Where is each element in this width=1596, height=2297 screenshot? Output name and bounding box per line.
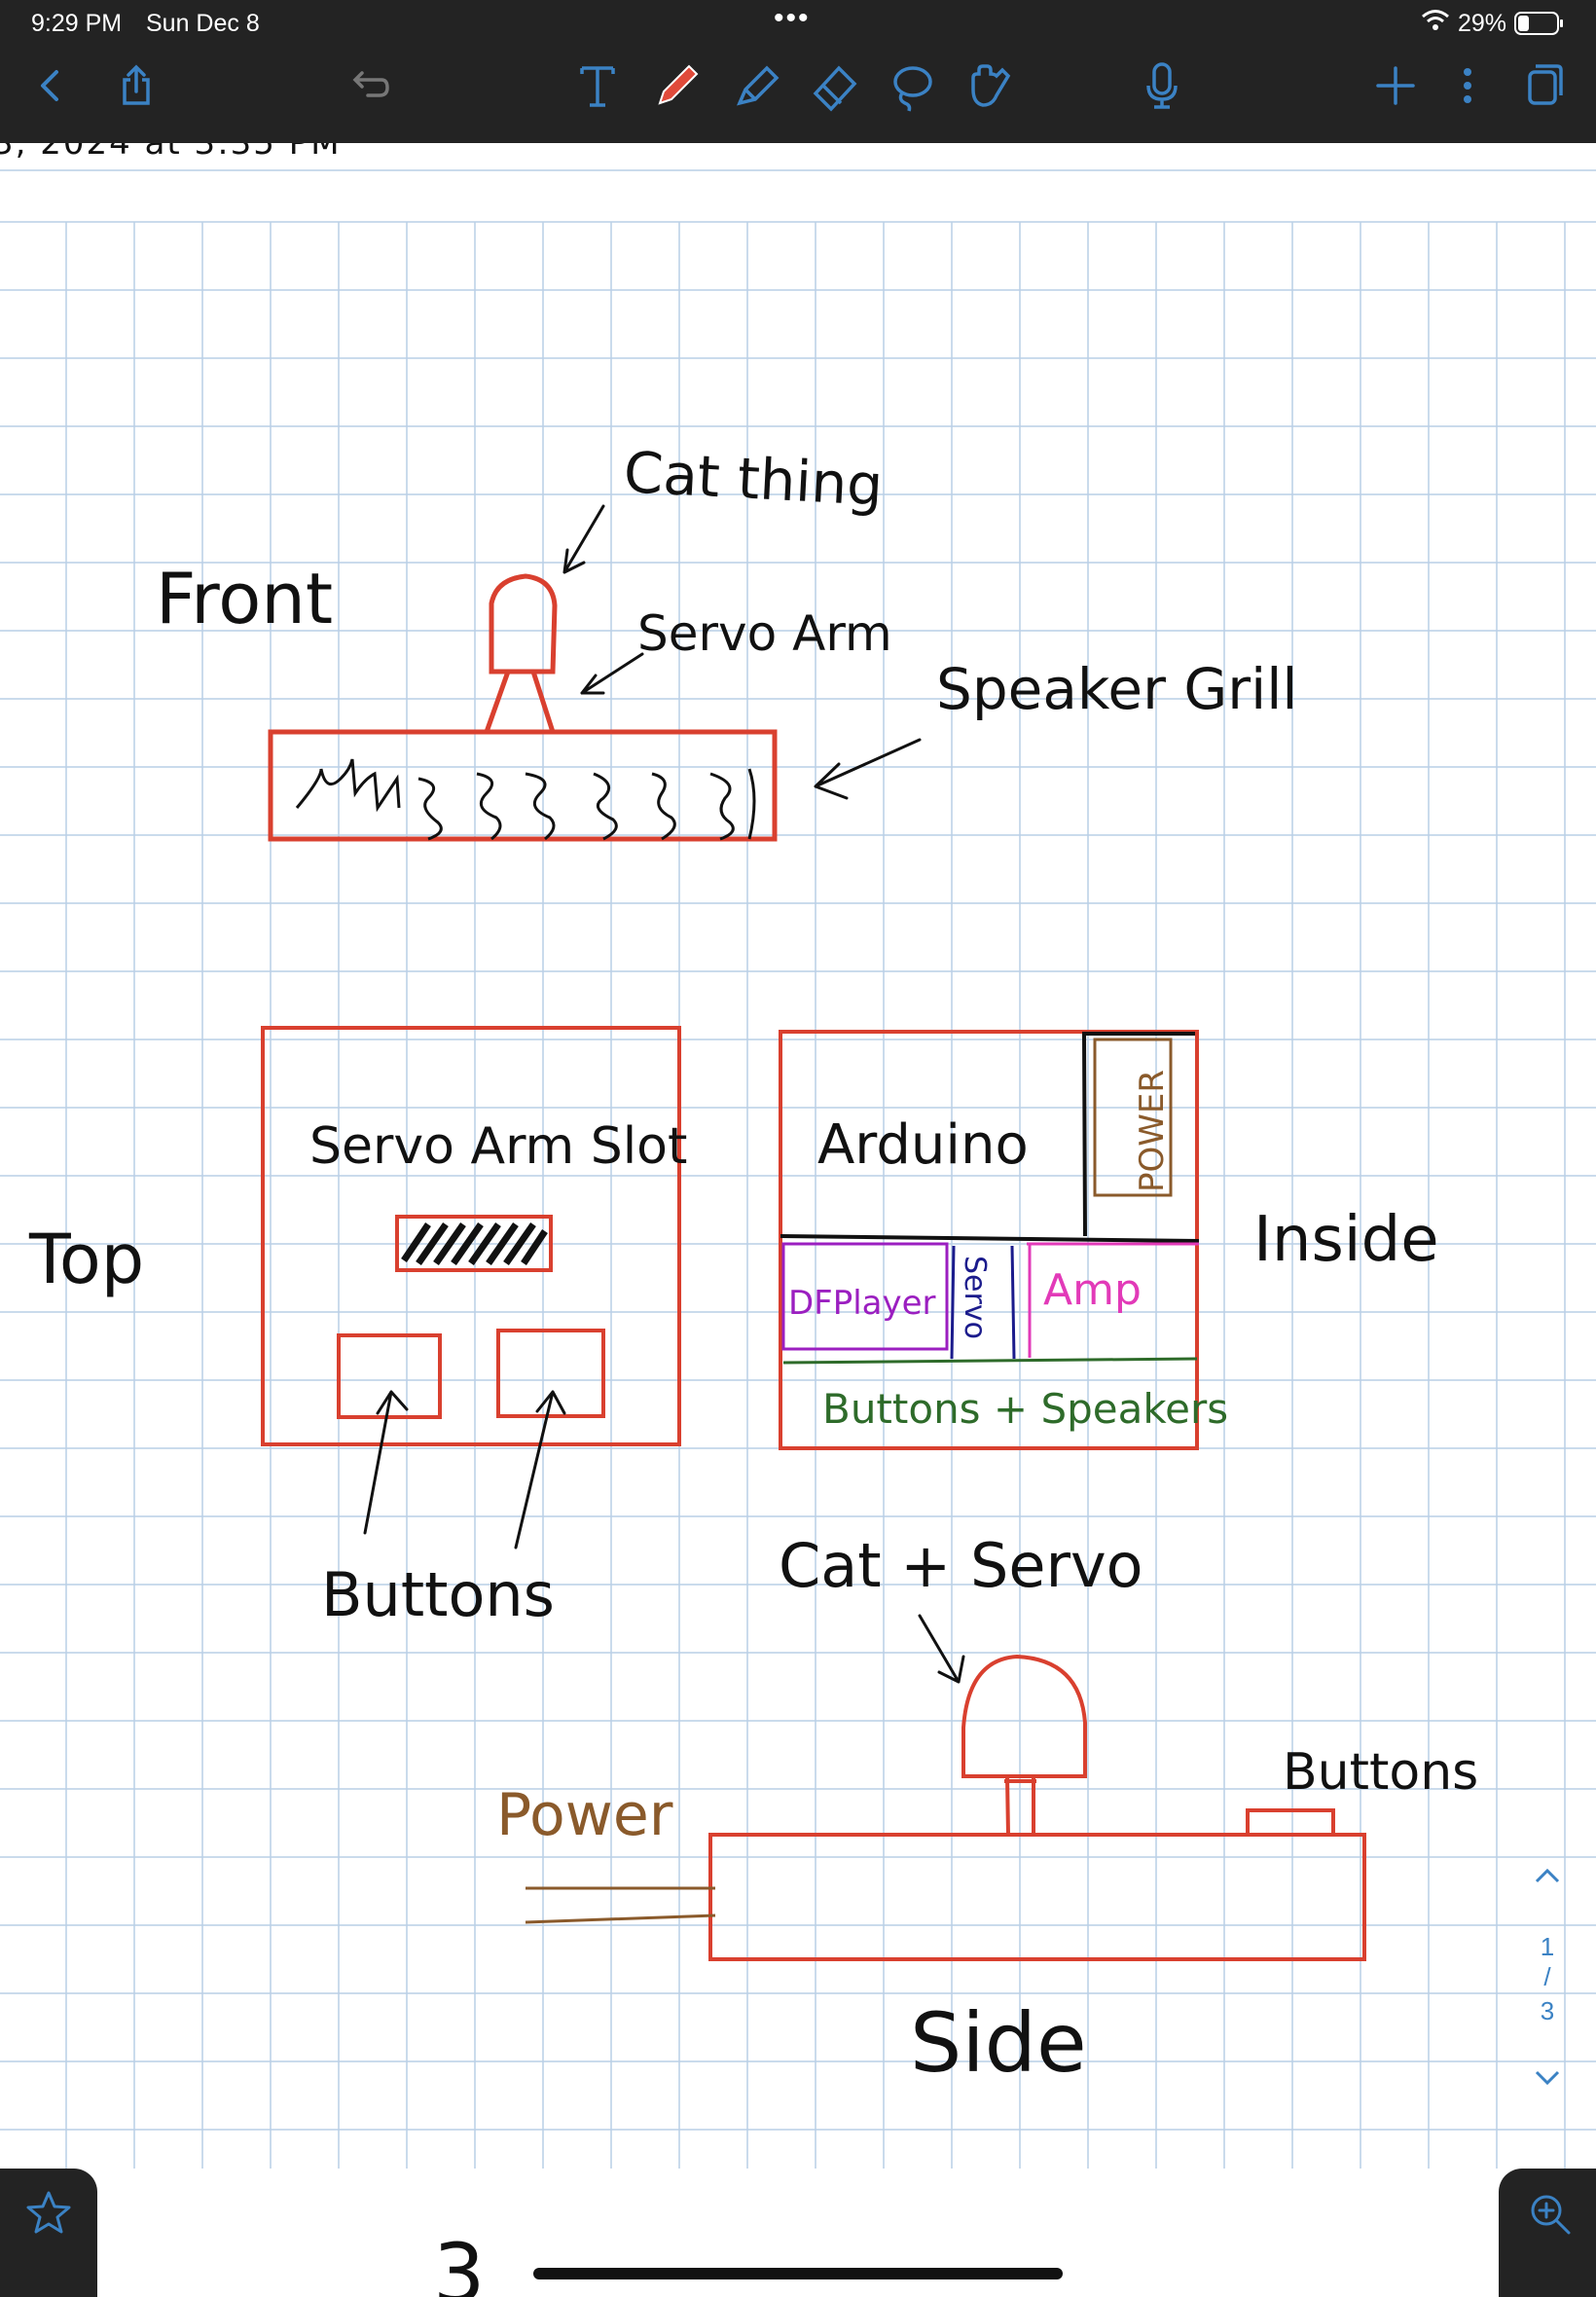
page-down-chevron-icon[interactable] — [1518, 2064, 1577, 2095]
buttons-label: Buttons — [321, 1559, 555, 1630]
power-box — [1093, 1038, 1173, 1197]
side-button — [1246, 1808, 1335, 1837]
inside-label: Inside — [1253, 1204, 1439, 1276]
eraser-tool-icon[interactable] — [806, 56, 864, 115]
page-indicator: 1 / 3 — [1518, 1864, 1577, 2097]
next-page-digit: 3 — [433, 2226, 485, 2297]
star-icon[interactable] — [24, 2188, 73, 2242]
front-base — [268, 729, 778, 842]
favorites-panel — [0, 2169, 97, 2297]
inside-divider — [780, 1234, 1200, 1243]
servo-arm-slot-label: Servo Arm Slot — [309, 1117, 687, 1176]
buttons-speakers-label: Buttons + Speakers — [822, 1385, 1228, 1433]
front-label: Front — [156, 558, 333, 639]
side-buttons-label: Buttons — [1283, 1743, 1478, 1802]
button-arrow-right-icon — [514, 1390, 566, 1550]
add-icon[interactable] — [1366, 56, 1425, 115]
arduino-label: Arduino — [817, 1113, 1029, 1177]
side-power-cable — [525, 1886, 716, 1924]
servo-box-label: Servo — [958, 1256, 992, 1339]
status-bar: 9:29 PM Sun Dec 8 ••• 29% — [0, 0, 1596, 47]
zoom-in-icon[interactable] — [1526, 2190, 1575, 2243]
front-arrows — [562, 504, 922, 800]
inside-sketch — [779, 1030, 1200, 1450]
dfplayer-box — [781, 1242, 949, 1351]
front-cat-head — [489, 573, 558, 675]
speaker-grill-arrow-icon — [814, 738, 922, 800]
side-label: Side — [910, 1995, 1087, 2091]
speaker-grill-squiggles — [295, 758, 756, 841]
amp-label: Amp — [1043, 1265, 1142, 1315]
servo-arm-label: Servo Arm — [637, 605, 892, 662]
page-current: 1 — [1540, 1932, 1555, 1961]
more-icon[interactable] — [1438, 56, 1497, 115]
share-icon[interactable] — [107, 56, 165, 115]
microphone-icon[interactable] — [1133, 56, 1191, 115]
pages-icon[interactable] — [1514, 56, 1573, 115]
highlighter-tool-icon[interactable] — [728, 56, 786, 115]
side-cat-head — [961, 1654, 1087, 1778]
power-box-label: POWER — [1133, 1070, 1172, 1192]
home-indicator — [533, 2268, 1063, 2279]
wifi-icon — [1421, 8, 1450, 40]
side-sketch — [708, 1654, 1366, 1961]
power-box-outline — [1082, 1032, 1195, 1237]
side-base — [708, 1833, 1366, 1961]
top-button-arrows — [363, 1390, 566, 1550]
dfplayer-label: DFPlayer — [788, 1284, 936, 1323]
battery-fill — [1518, 16, 1530, 31]
top-button-right — [496, 1329, 605, 1418]
cat-thing-label: Cat thing — [622, 439, 885, 519]
battery-icon — [1514, 10, 1565, 44]
status-time: 9:29 PM — [31, 10, 123, 37]
servo-arm-slot — [395, 1215, 553, 1272]
page-total: 3 — [1540, 1996, 1555, 2025]
undo-icon[interactable] — [339, 56, 397, 115]
power-label: Power — [496, 1781, 673, 1849]
servo-arm-arrow-icon — [580, 652, 644, 695]
grid-background — [0, 169, 1596, 2169]
front-sketch — [268, 573, 778, 842]
servo-box — [950, 1245, 1016, 1360]
pen-tool-icon[interactable] — [648, 56, 707, 115]
speaker-grill-label: Speaker Grill — [936, 656, 1297, 722]
page-up-chevron-icon[interactable] — [1518, 1864, 1577, 1894]
front-servo-arm — [484, 669, 556, 735]
top-label: Top — [28, 1220, 144, 1299]
top-outline — [261, 1026, 681, 1446]
top-sketch — [261, 1026, 681, 1446]
button-arrow-left-icon — [363, 1390, 409, 1535]
slot-hatching — [401, 1221, 548, 1266]
status-date: Sun Dec 8 — [146, 10, 260, 37]
buttons-speakers-divider — [782, 1357, 1198, 1365]
text-tool-icon[interactable] — [568, 56, 627, 115]
hand-tool-icon[interactable] — [958, 56, 1016, 115]
side-servo — [1004, 1775, 1036, 1836]
cat-servo-arrow-icon — [918, 1614, 965, 1684]
page-separator: / — [1543, 1962, 1551, 1991]
multitasking-dots-icon[interactable]: ••• — [774, 2, 811, 34]
back-chevron-icon[interactable] — [21, 56, 80, 115]
top-button-left — [337, 1333, 442, 1419]
lasso-tool-icon[interactable] — [882, 56, 940, 115]
toolbar — [0, 47, 1596, 143]
amp-box — [1027, 1242, 1199, 1358]
zoom-panel — [1499, 2169, 1596, 2297]
battery-percent: 29% — [1458, 10, 1507, 37]
cat-servo-label: Cat + Servo — [779, 1530, 1143, 1601]
cat-thing-arrow-icon — [562, 504, 605, 574]
